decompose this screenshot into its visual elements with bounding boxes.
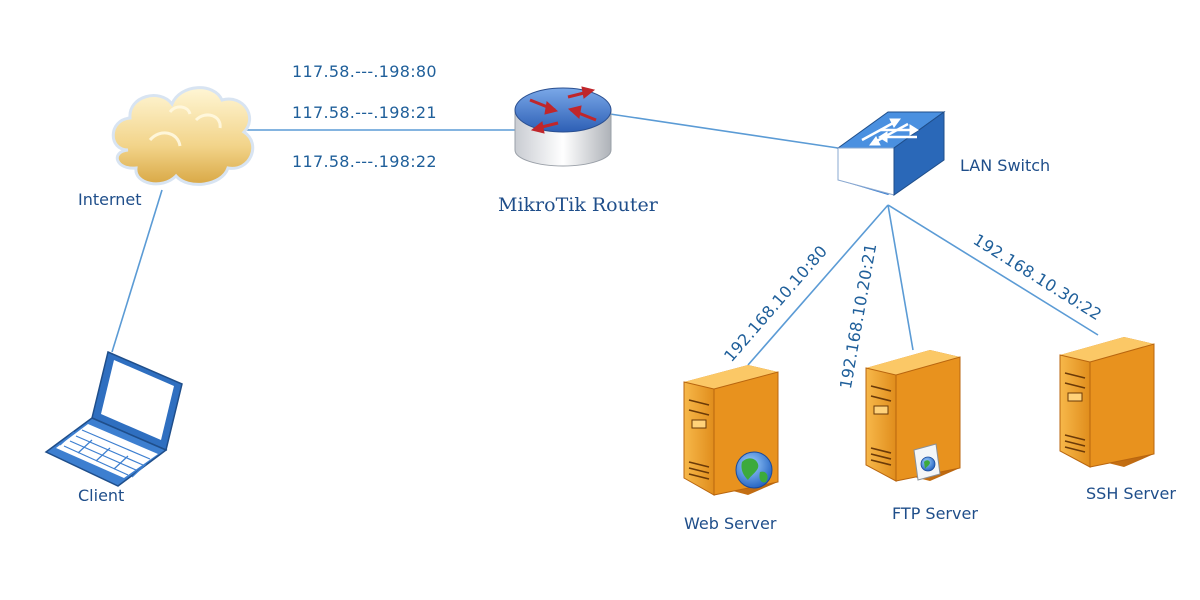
globe-icon: [735, 451, 773, 489]
router-arrows-icon: [529, 86, 597, 134]
ssh-server-label: SSH Server: [1086, 484, 1176, 503]
switch-icon: [836, 111, 946, 196]
client-label: Client: [78, 486, 125, 505]
ftp-server-label: FTP Server: [892, 504, 978, 523]
links: [111, 113, 1099, 366]
public-port-21: 117.58.---.198:21: [292, 103, 437, 122]
switch-label: LAN Switch: [960, 156, 1051, 175]
link-router-switch: [609, 113, 839, 149]
document-icon: [913, 443, 941, 481]
link-internet-client: [111, 189, 163, 353]
web-server-label: Web Server: [684, 514, 777, 533]
link-switch-ftp: [887, 204, 914, 351]
public-port-80: 117.58.---.198:80: [292, 62, 437, 81]
cloud-icon: [111, 86, 255, 186]
link-switch-ssh: [887, 204, 1099, 336]
public-port-22: 117.58.---.198:22: [292, 152, 437, 171]
router-label: MikroTik Router: [498, 194, 658, 216]
internet-label: Internet: [78, 190, 142, 209]
router-icon: [514, 86, 612, 167]
ssh-server-icon: [1059, 337, 1155, 468]
ftp-server-icon: [865, 350, 961, 482]
link-switch-web: [747, 204, 889, 366]
laptop-icon: [44, 350, 183, 487]
